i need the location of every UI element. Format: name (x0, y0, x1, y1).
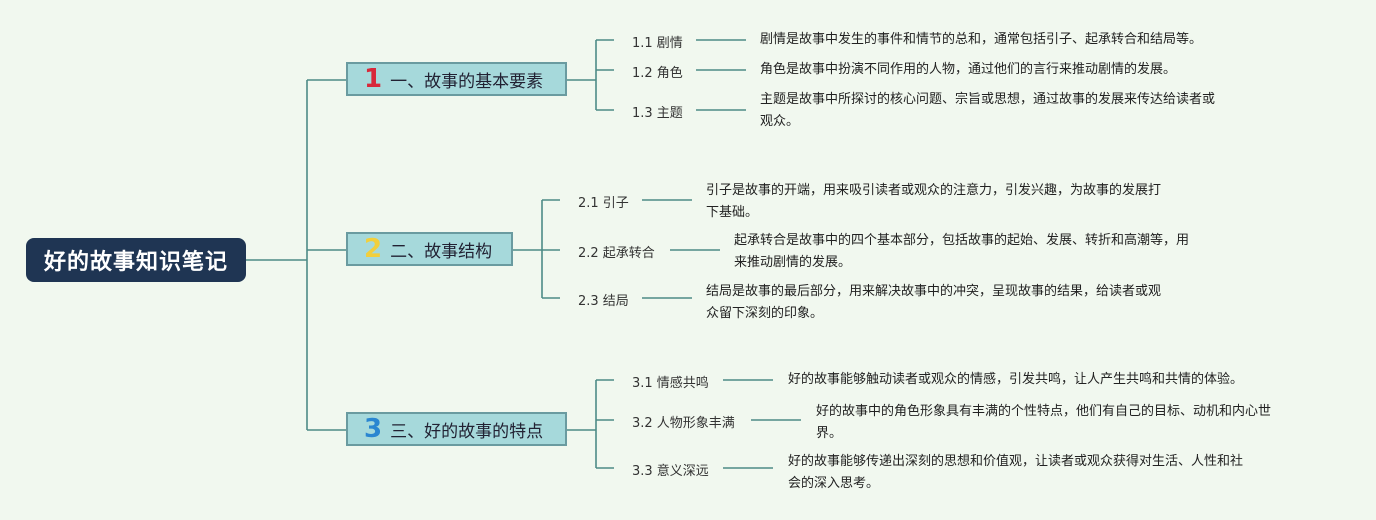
desc-line: 好的故事中的角色形象具有丰满的个性特点，他们有自己的目标、动机和内心世 (816, 404, 1272, 419)
subtopic-2-3[interactable]: 2.3 结局 (578, 294, 629, 309)
subtopic-1-3[interactable]: 1.3 主题 (632, 106, 683, 121)
desc-line: 会的深入思考。 (788, 476, 880, 491)
branch-1[interactable]: 1 一、故事的基本要素 (346, 62, 567, 96)
subtopic-3-1[interactable]: 3.1 情感共鸣 (632, 376, 709, 391)
description-3-2: 好的故事中的角色形象具有丰满的个性特点，他们有自己的目标、动机和内心世 界。 (816, 401, 1271, 445)
number-2-icon: 2 (364, 234, 383, 264)
number-3-icon: 3 (364, 414, 383, 444)
subtopic-3-3[interactable]: 3.3 意义深远 (632, 464, 709, 479)
subtopic-1-2[interactable]: 1.2 角色 (632, 66, 683, 81)
branch-3-title: 三、好的故事的特点 (390, 421, 544, 442)
branch-2-title: 二、故事结构 (390, 241, 493, 262)
desc-line: 好的故事能够传递出深刻的思想和价值观，让读者或观众获得对生活、人性和社 (788, 454, 1244, 469)
description-3-3: 好的故事能够传递出深刻的思想和价值观，让读者或观众获得对生活、人性和社 会的深入… (788, 451, 1243, 495)
number-1-icon: 1 (364, 64, 383, 94)
desc-line: 剧情是故事中发生的事件和情节的总和，通常包括引子、起承转合和结局等。 (760, 32, 1203, 47)
description-2-1: 引子是故事的开端，用来吸引读者或观众的注意力，引发兴趣，为故事的发展打 下基础。 (706, 180, 1161, 224)
description-1-1: 剧情是故事中发生的事件和情节的总和，通常包括引子、起承转合和结局等。 (760, 29, 1202, 51)
description-1-2: 角色是故事中扮演不同作用的人物，通过他们的言行来推动剧情的发展。 (760, 59, 1176, 81)
description-2-3: 结局是故事的最后部分，用来解决故事中的冲突，呈现故事的结果，给读者或观 众留下深… (706, 281, 1161, 325)
desc-line: 来推动剧情的发展。 (734, 255, 852, 270)
root-topic[interactable]: 好的故事知识笔记 (26, 238, 246, 282)
branch-1-title: 一、故事的基本要素 (390, 71, 544, 92)
branch-3[interactable]: 3 三、好的故事的特点 (346, 412, 567, 446)
desc-line: 观众。 (760, 114, 800, 129)
subtopic-3-2[interactable]: 3.2 人物形象丰满 (632, 416, 735, 431)
subtopic-2-2[interactable]: 2.2 起承转合 (578, 246, 655, 261)
desc-line: 起承转合是故事中的四个基本部分，包括故事的起始、发展、转折和高潮等，用 (734, 233, 1190, 248)
desc-line: 好的故事能够触动读者或观众的情感，引发共鸣，让人产生共鸣和共情的体验。 (788, 372, 1244, 387)
subtopic-1-1[interactable]: 1.1 剧情 (632, 36, 683, 51)
desc-line: 下基础。 (706, 205, 759, 220)
description-3-1: 好的故事能够触动读者或观众的情感，引发共鸣，让人产生共鸣和共情的体验。 (788, 369, 1243, 391)
desc-line: 引子是故事的开端，用来吸引读者或观众的注意力，引发兴趣，为故事的发展打 (706, 183, 1162, 198)
desc-line: 众留下深刻的印象。 (706, 306, 824, 321)
desc-line: 界。 (816, 426, 843, 441)
desc-line: 结局是故事的最后部分，用来解决故事中的冲突，呈现故事的结果，给读者或观 (706, 284, 1162, 299)
description-2-2: 起承转合是故事中的四个基本部分，包括故事的起始、发展、转折和高潮等，用 来推动剧… (734, 230, 1189, 274)
branch-2[interactable]: 2 二、故事结构 (346, 232, 513, 266)
desc-line: 角色是故事中扮演不同作用的人物，通过他们的言行来推动剧情的发展。 (760, 62, 1177, 77)
subtopic-2-1[interactable]: 2.1 引子 (578, 196, 629, 211)
desc-line: 主题是故事中所探讨的核心问题、宗旨或思想，通过故事的发展来传达给读者或 (760, 92, 1216, 107)
description-1-3: 主题是故事中所探讨的核心问题、宗旨或思想，通过故事的发展来传达给读者或 观众。 (760, 89, 1215, 133)
